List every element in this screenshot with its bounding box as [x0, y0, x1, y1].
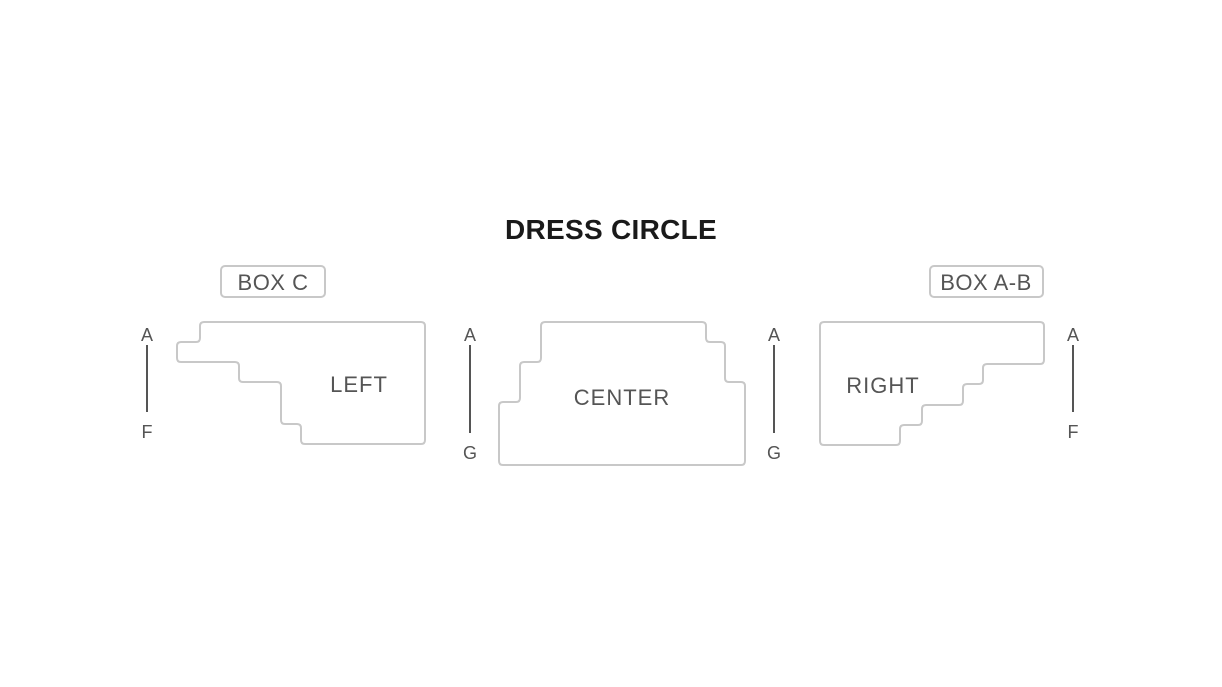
- row-end-letter: G: [767, 443, 781, 463]
- section-center-shape[interactable]: [498, 321, 746, 466]
- row-end-letter: F: [1068, 422, 1079, 442]
- section-left[interactable]: LEFT: [176, 321, 426, 445]
- row-indicator-right: A F: [1067, 325, 1079, 442]
- box-c-button[interactable]: BOX C: [220, 265, 326, 298]
- row-start-letter: A: [768, 325, 780, 345]
- box-c-outline[interactable]: [220, 265, 326, 298]
- row-end-letter: G: [463, 443, 477, 463]
- section-center[interactable]: CENTER: [498, 321, 746, 466]
- row-end-letter: F: [142, 422, 153, 442]
- row-start-letter: A: [141, 325, 153, 345]
- row-start-letter: A: [464, 325, 476, 345]
- box-a-b-button[interactable]: BOX A-B: [929, 265, 1044, 298]
- section-right-shape[interactable]: [819, 321, 1045, 446]
- row-start-letter: A: [1067, 325, 1079, 345]
- row-indicator-left: A F: [141, 325, 153, 442]
- page-title: DRESS CIRCLE: [504, 214, 718, 245]
- section-right[interactable]: RIGHT: [819, 321, 1045, 446]
- row-indicator-center-left: A G: [463, 325, 477, 463]
- row-indicator-center-right: A G: [767, 325, 781, 463]
- box-a-b-outline[interactable]: [929, 265, 1044, 298]
- section-left-shape[interactable]: [176, 321, 426, 445]
